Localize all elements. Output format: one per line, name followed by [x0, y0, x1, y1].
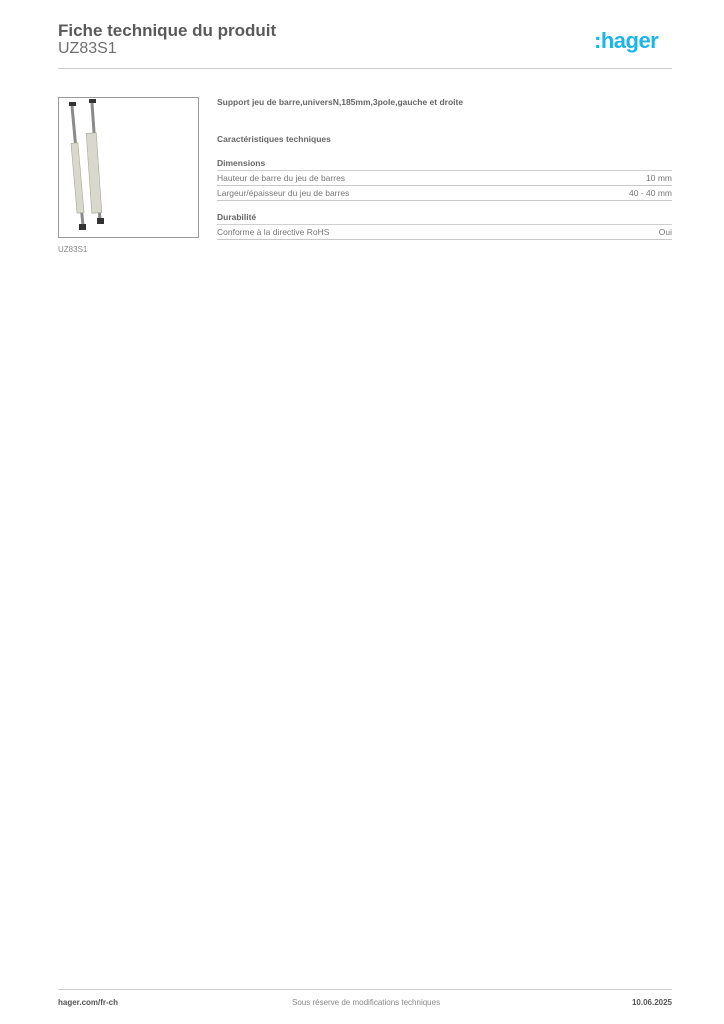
section-title: Caractéristiques techniques — [217, 134, 331, 144]
footer-date: 10.06.2025 — [631, 998, 672, 1007]
spec-value: 10 mm — [646, 173, 672, 183]
spec-row: Conforme à la directive RoHS Oui — [217, 225, 672, 240]
spec-row: Hauteur de barre du jeu de barres 10 mm — [217, 171, 672, 186]
spec-label: Conforme à la directive RoHS — [217, 227, 330, 237]
hager-logo: :hager — [594, 28, 659, 53]
footer-notice: Sous réserve de modifications techniques — [292, 998, 441, 1007]
spec-group-dimensions: Dimensions Hauteur de barre du jeu de ba… — [217, 157, 672, 201]
spec-label: Hauteur de barre du jeu de barres — [217, 173, 346, 183]
footer-website-link[interactable]: hager.com/fr-ch — [58, 998, 119, 1007]
product-image — [58, 97, 199, 238]
spec-group-durabilite: Durabilité Conforme à la directive RoHS … — [217, 211, 672, 240]
spec-value: Oui — [658, 227, 672, 237]
spec-label: Largeur/épaisseur du jeu de barres — [217, 188, 350, 198]
group-title: Durabilité — [217, 211, 672, 225]
spec-row: Largeur/épaisseur du jeu de barres 40 - … — [217, 186, 672, 201]
footer-divider — [58, 989, 672, 990]
product-code: UZ83S1 — [58, 40, 117, 57]
product-description: Support jeu de barre,universN,185mm,3pol… — [217, 97, 464, 107]
group-title: Dimensions — [217, 157, 672, 171]
header-divider — [58, 68, 672, 69]
page-title: Fiche technique du produit — [58, 21, 277, 40]
spec-value: 40 - 40 mm — [629, 188, 672, 198]
product-image-caption: UZ83S1 — [58, 245, 88, 254]
product-details: Support jeu de barre,universN,185mm,3pol… — [217, 96, 672, 240]
busbar-support-icon — [69, 99, 104, 230]
